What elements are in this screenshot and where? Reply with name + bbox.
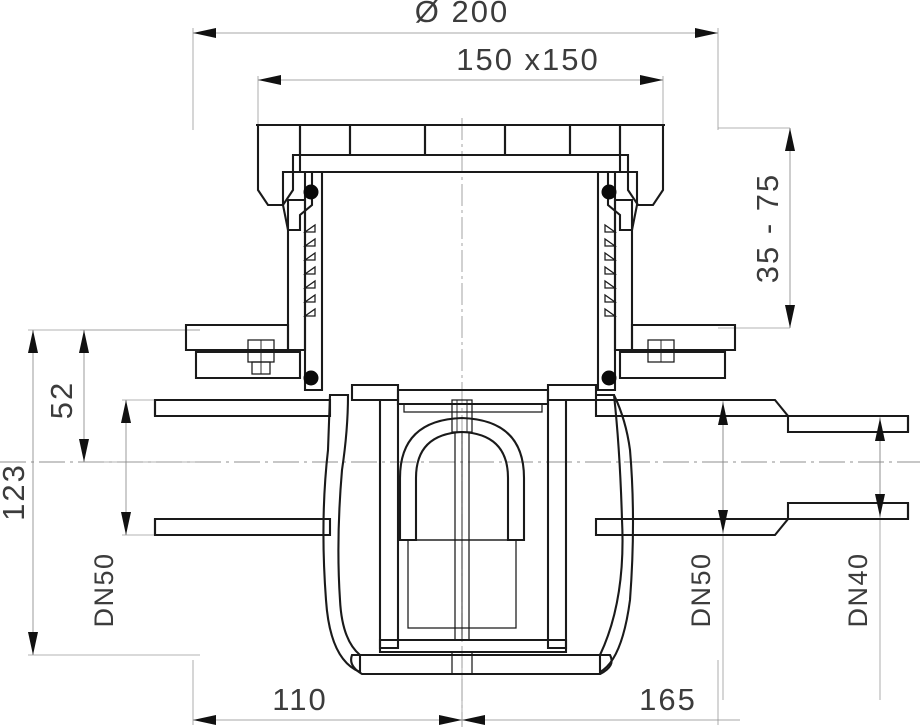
dimension-label-outlet-dn50: DN50 xyxy=(686,552,716,627)
dimension-label-left-length-110: 110 xyxy=(272,682,327,717)
dimension-label-inlet-dn50: DN50 xyxy=(89,552,119,627)
dimension-total-height-123: 123 xyxy=(0,330,38,655)
o-ring-lower-right xyxy=(601,370,617,386)
dimension-label-invert-52: 52 xyxy=(44,381,79,419)
dimension-label-right-length-165: 165 xyxy=(639,682,697,717)
top-flange-assembly xyxy=(256,123,665,232)
dimension-label-grate-150x150: 150 x150 xyxy=(456,42,600,77)
o-ring-upper-right xyxy=(601,184,617,200)
dimension-label-total-height-123: 123 xyxy=(0,463,31,521)
dimension-outlet-dn40: DN40 xyxy=(843,418,885,628)
o-ring-lower-left xyxy=(303,370,319,386)
dimension-grate-150x150: 150 x150 xyxy=(258,42,663,85)
trap-bell-insert xyxy=(396,388,550,675)
dimension-left-length-110: 110 xyxy=(193,682,462,725)
o-ring-seals-lower xyxy=(303,370,617,386)
dimension-right-length-165: 165 xyxy=(462,682,740,725)
dimension-height-adjust-35-75: 35 - 75 xyxy=(750,128,795,328)
drain-body xyxy=(322,383,635,676)
clamp-flange xyxy=(184,323,737,380)
dimension-outlet-dn50: DN50 xyxy=(686,402,728,628)
o-ring-seals-upper xyxy=(303,184,617,200)
clamp-bolt-right xyxy=(647,339,675,363)
dimension-label-outlet-dn40: DN40 xyxy=(843,552,873,627)
telescopic-riser xyxy=(286,170,634,392)
o-ring-upper-left xyxy=(303,184,319,200)
dimension-label-height-adjust: 35 - 75 xyxy=(750,173,785,284)
dimension-inlet-dn50: DN50 xyxy=(89,400,131,628)
dimension-label-diameter-200: Ø 200 xyxy=(415,0,509,29)
clamp-bolt-left xyxy=(247,339,275,375)
dimension-invert-52: 52 xyxy=(44,330,89,462)
dimension-diameter-200: Ø 200 xyxy=(193,0,718,38)
